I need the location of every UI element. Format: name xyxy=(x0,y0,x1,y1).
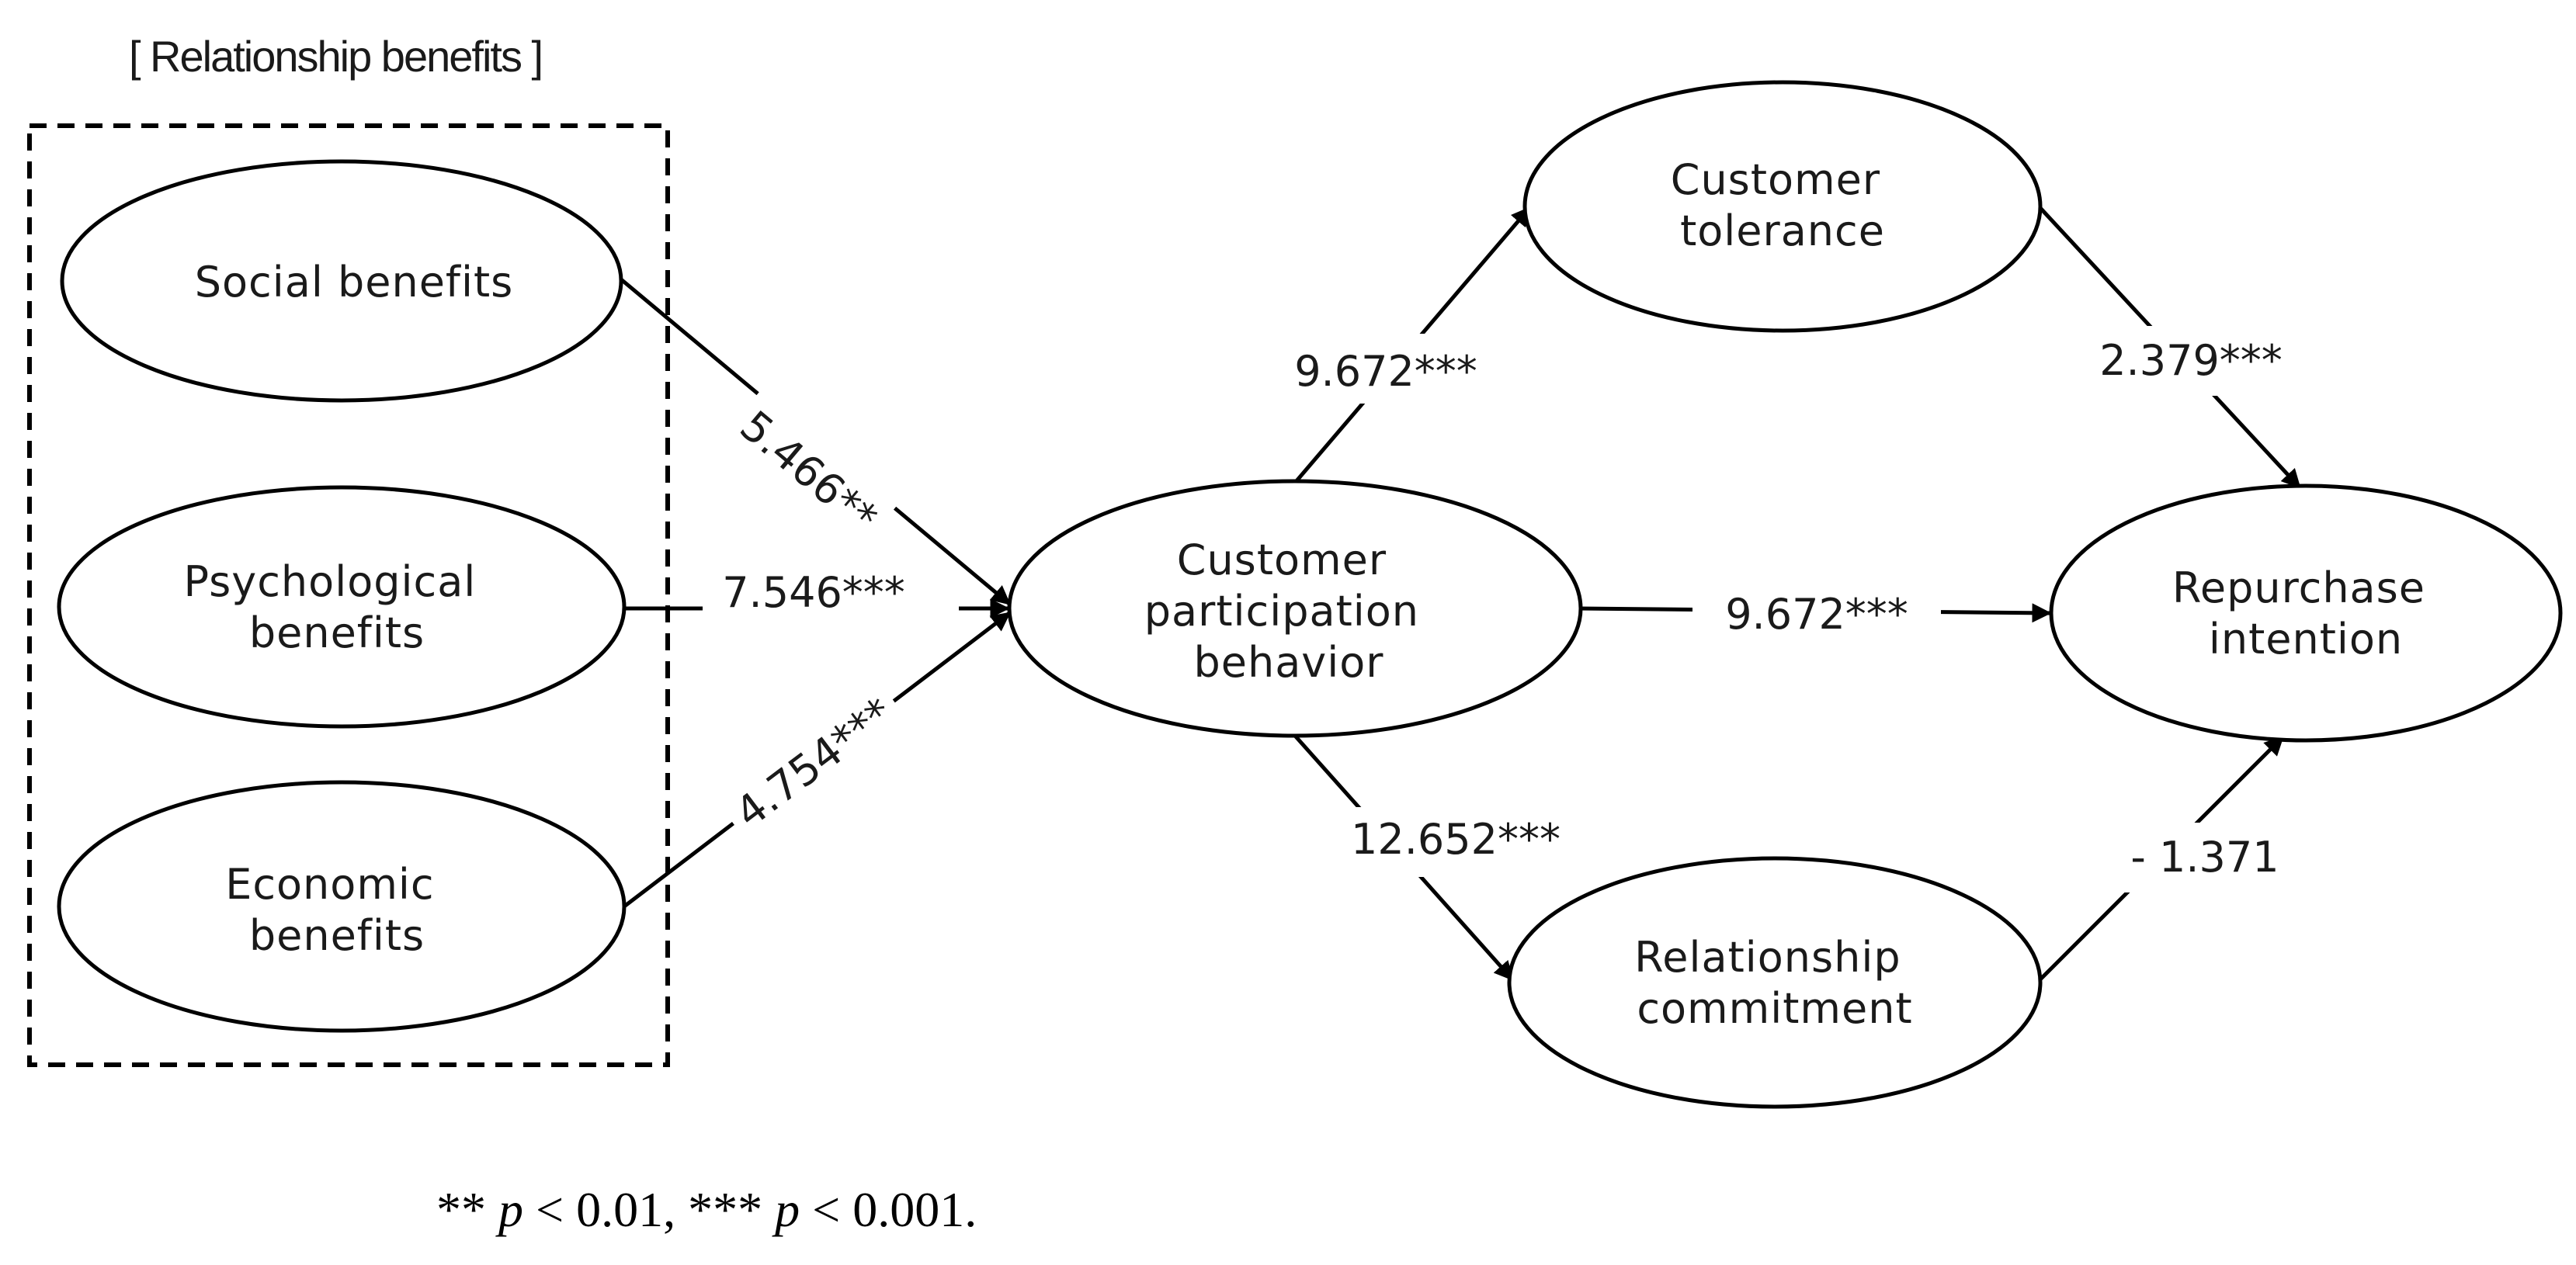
node-social-benefits: Social benefits xyxy=(60,159,623,403)
node-psychological-line2: benefits xyxy=(249,608,425,657)
node-participation-line2: participation xyxy=(1144,587,1419,636)
note-p-1: p xyxy=(495,1182,523,1237)
label-commitment-repurchase: - 1.371 xyxy=(2130,833,2279,882)
node-repurchase-line1: Repurchase xyxy=(2172,563,2425,612)
svg-text:Repurchase intention: Repurchase intention xyxy=(2172,563,2439,664)
node-economic-line1: Economic xyxy=(225,860,434,909)
node-relationship-commitment: Relationship commitment xyxy=(1507,856,2043,1109)
note-stars-2: *** xyxy=(688,1182,762,1237)
label-participation-commitment: 12.652*** xyxy=(1351,815,1561,864)
label-psychological-participation: 7.546*** xyxy=(722,568,905,617)
note-rest-2: < 0.001. xyxy=(800,1182,977,1237)
group-title: [ Relationship benefits ] xyxy=(129,32,542,81)
significance-note: ** p < 0.01, *** p < 0.001. xyxy=(436,1182,977,1237)
label-tolerance-repurchase: 2.379*** xyxy=(2099,336,2283,385)
svg-text:Customer participation: Customer participation behavior xyxy=(1144,535,1433,687)
node-repurchase-line2: intention xyxy=(2209,615,2403,664)
node-participation-line1: Customer xyxy=(1177,535,1387,584)
node-customer-participation: Customer participation behavior xyxy=(1007,479,1583,738)
svg-text:Economic benefits: Economic benefits xyxy=(225,860,449,960)
note-p-2: p xyxy=(772,1182,800,1237)
node-commitment-line1: Relationship xyxy=(1634,933,1901,982)
node-economic-benefits: Economic benefits xyxy=(57,780,627,1033)
note-stars-1: ** xyxy=(436,1182,486,1237)
node-economic-line2: benefits xyxy=(249,911,425,960)
node-participation-line3: behavior xyxy=(1193,638,1383,687)
node-customer-tolerance: Customer tolerance xyxy=(1522,80,2043,333)
node-psychological-line1: Psychological xyxy=(184,557,477,606)
edge-labels: 5.466** 7.546*** 4.754*** 9.672*** 9.672… xyxy=(703,326,2314,892)
label-social-participation: 5.466** xyxy=(731,401,886,542)
node-psychological-benefits: Psychological benefits xyxy=(57,485,627,729)
node-repurchase-intention: Repurchase intention xyxy=(2049,483,2563,743)
svg-text:Relationship commitment: Relationship commitment xyxy=(1634,933,1915,1033)
relationship-benefits-box xyxy=(27,123,670,1067)
node-commitment-line2: commitment xyxy=(1637,984,1912,1033)
node-tolerance-line2: tolerance xyxy=(1680,206,1885,255)
note-rest-1: < 0.01, xyxy=(523,1182,688,1237)
svg-text:Psychological benefits: Psychological benefits xyxy=(184,557,491,657)
label-economic-participation: 4.754*** xyxy=(726,688,901,837)
node-social-line1: Social benefits xyxy=(195,258,514,307)
label-participation-repurchase: 9.672*** xyxy=(1725,590,1908,639)
label-participation-tolerance: 9.672*** xyxy=(1294,347,1477,396)
svg-text:Customer tolerance: Customer tolerance xyxy=(1671,155,1894,255)
node-tolerance-line1: Customer xyxy=(1671,155,1880,204)
svg-text:Social benefits: Social benefits xyxy=(195,258,514,307)
